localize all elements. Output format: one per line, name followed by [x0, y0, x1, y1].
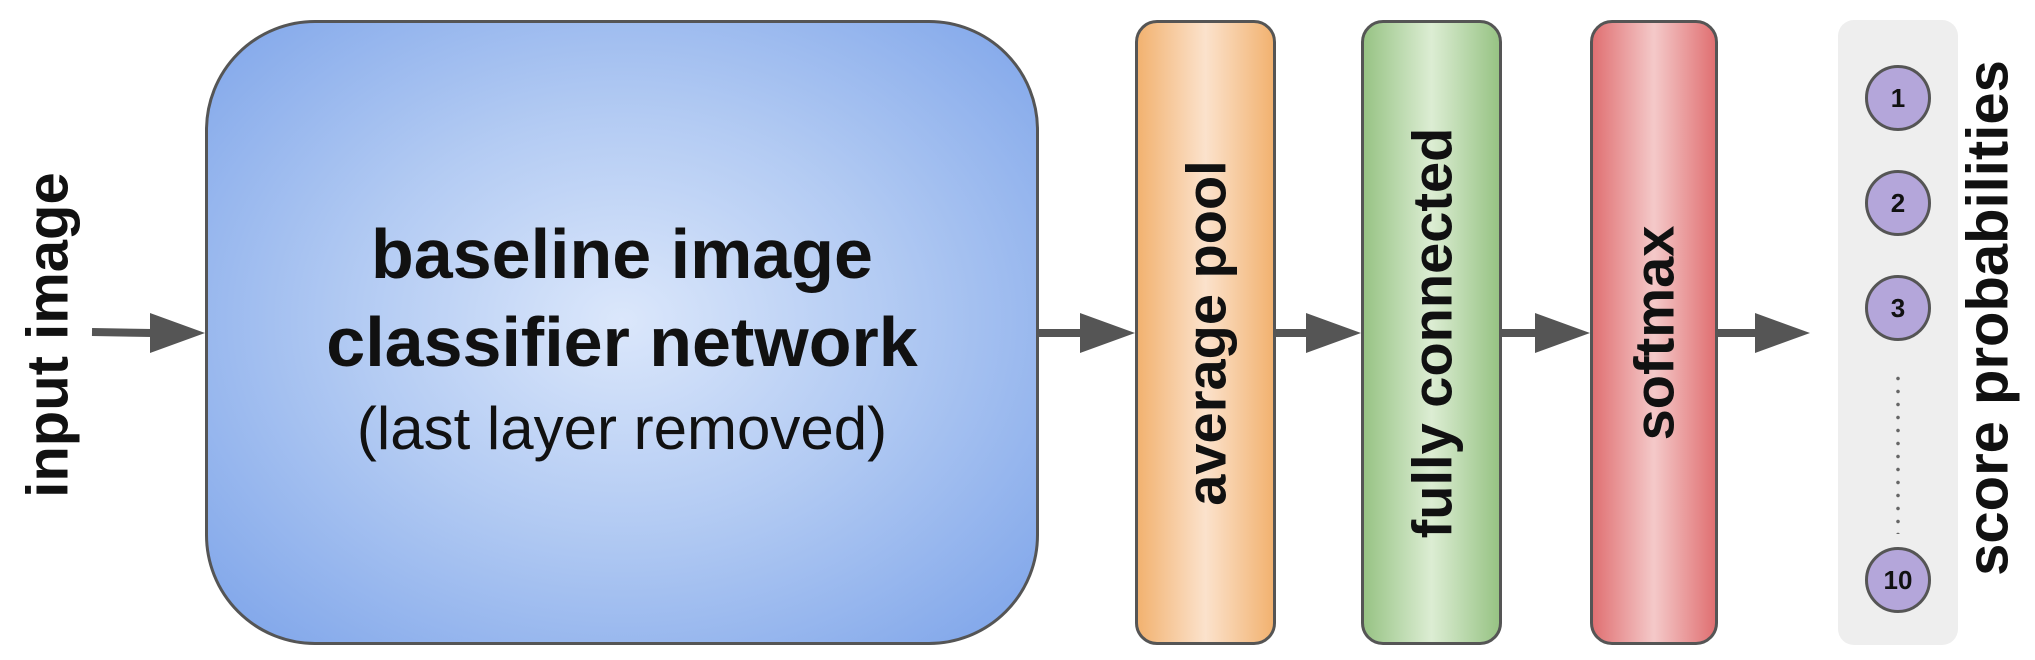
fully-connected-label: fully connected — [1400, 127, 1463, 538]
input-image-label: input image — [15, 172, 81, 498]
fully-connected-layer: fully connected — [1361, 20, 1502, 645]
arrow-softmax-to-scores — [1718, 313, 1810, 353]
arrow-average-pool-to-fully-connected — [1276, 313, 1361, 353]
arrow-fully-connected-to-softmax — [1502, 313, 1590, 353]
classifier-title-line1: baseline image — [371, 214, 873, 293]
score-node-1: 1 — [1865, 65, 1931, 131]
softmax-layer: softmax — [1590, 20, 1718, 645]
score-panel: 1 2 3 10 — [1838, 20, 1958, 645]
average-pool-label: average pool — [1174, 159, 1237, 506]
score-node-10: 10 — [1865, 547, 1931, 613]
arrow-input-to-classifier — [91, 313, 205, 353]
arrow-classifier-to-average-pool — [1039, 313, 1135, 353]
classifier-subtitle: (last layer removed) — [356, 394, 888, 462]
score-node-2: 2 — [1865, 170, 1931, 236]
classifier-network-box: baseline image classifier network (last … — [205, 20, 1039, 645]
ellipsis-dots — [1895, 372, 1901, 534]
score-probabilities-label: score probabilities — [1955, 60, 2021, 576]
score-node-3: 3 — [1865, 275, 1931, 341]
classifier-text: baseline image classifier network (last … — [326, 210, 917, 470]
average-pool-layer: average pool — [1135, 20, 1276, 645]
softmax-label: softmax — [1622, 225, 1686, 440]
classifier-title-line2: classifier network — [326, 302, 918, 381]
